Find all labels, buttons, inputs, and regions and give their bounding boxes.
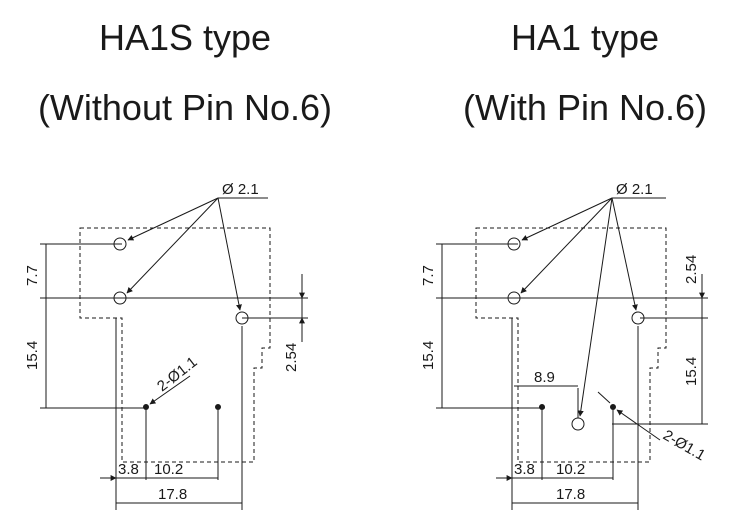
right-hole-pin6 (571, 417, 585, 431)
right-subtitle: (With Pin No.6) (462, 87, 708, 128)
right-pin-1 (539, 404, 545, 410)
right-dim-3-8: 3.8 (514, 461, 535, 478)
left-dim-2-54: 2.54 (283, 343, 300, 372)
right-dim-8-9: 8.9 (534, 369, 555, 386)
left-dim-3-8: 3.8 (118, 461, 139, 478)
right-pin-label: 2-Ø1.1 (660, 427, 708, 465)
left-pin-1 (143, 404, 149, 410)
right-hole-label: Ø 2.1 (616, 181, 653, 198)
left-subtitle: (Without Pin No.6) (37, 87, 333, 128)
right-pin-2 (610, 404, 616, 410)
left-pin-label: 2-Ø1.1 (154, 354, 201, 396)
right-dim-10-2: 10.2 (556, 461, 585, 478)
right-hole-3 (631, 311, 645, 325)
left-labels: Ø 2.1 7.7 15.4 2.54 2-Ø1.1 3.8 10.2 17.8 (24, 181, 300, 503)
right-dim-17-8: 17.8 (556, 486, 585, 503)
left-dim-17-8: 17.8 (158, 486, 187, 503)
left-outline (79, 227, 271, 463)
left-hole-1 (113, 237, 127, 251)
left-hole-label: Ø 2.1 (222, 181, 259, 198)
right-dim-15-4: 15.4 (420, 341, 437, 370)
left-dim-10-2: 10.2 (154, 461, 183, 478)
left-hole-2 (113, 291, 127, 305)
right-hole-1 (507, 237, 521, 251)
left-pin-2 (215, 404, 221, 410)
left-hole-3 (235, 311, 249, 325)
right-title: HA1 type (510, 17, 660, 58)
right-dim-7-7: 7.7 (420, 265, 437, 286)
right-labels: Ø 2.1 7.7 15.4 2.54 15.4 8.9 2-Ø1.1 3.8 … (420, 181, 708, 503)
left-title: HA1S type (98, 17, 272, 58)
left-dim-7-7: 7.7 (24, 265, 41, 286)
right-dim-15-4-right: 15.4 (683, 357, 700, 386)
right-outline (475, 227, 667, 463)
right-drawing (436, 197, 708, 510)
left-dim-15-4: 15.4 (24, 341, 41, 370)
right-dim-2-54: 2.54 (683, 255, 700, 284)
right-hole-2 (507, 291, 521, 305)
left-drawing (40, 197, 308, 510)
